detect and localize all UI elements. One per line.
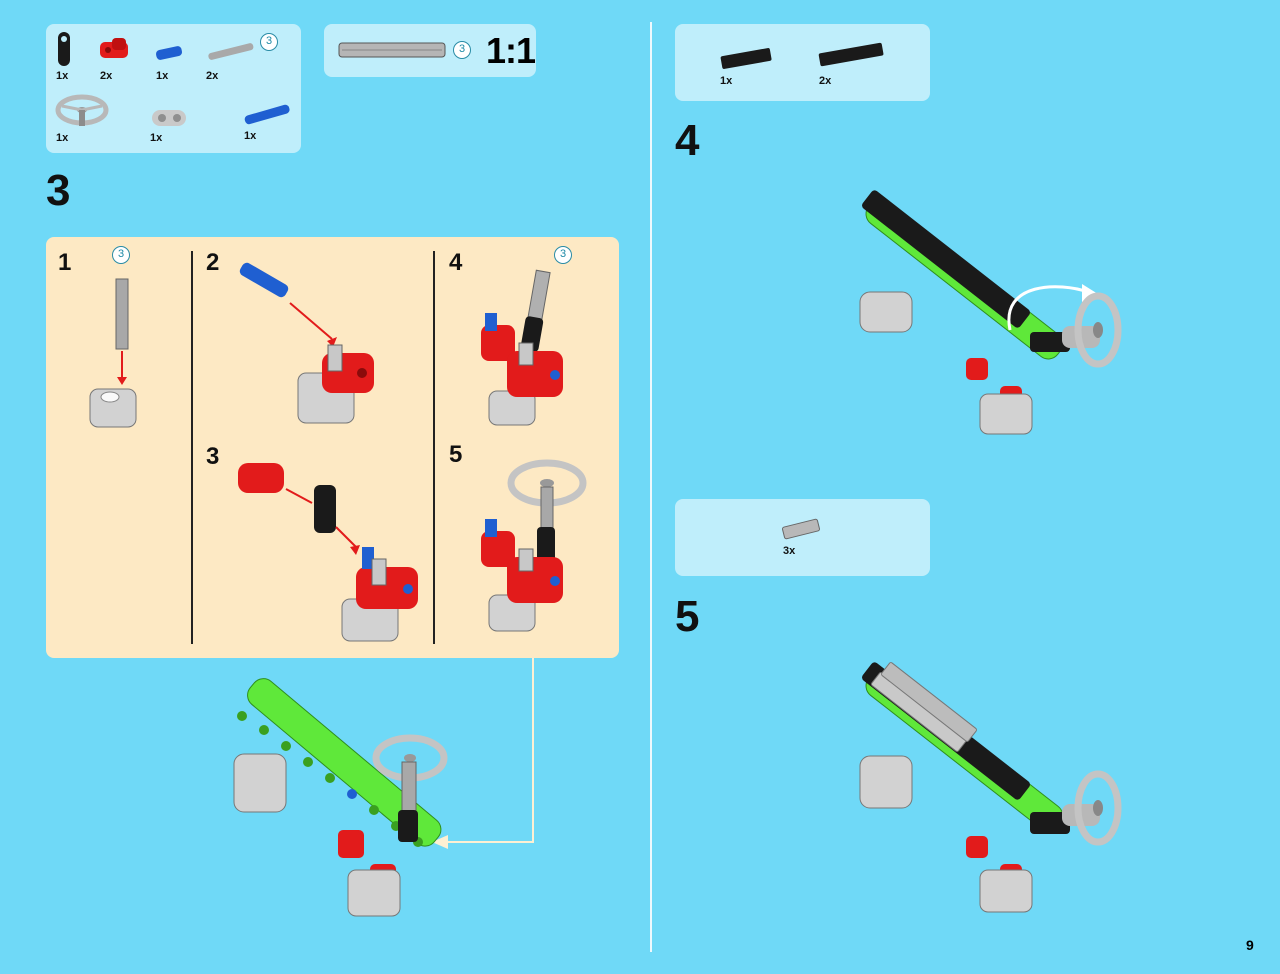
step-number: 3 [46,166,71,215]
part-qty: 2x [206,70,219,82]
substep-number: 2 [206,249,220,276]
blue-pin-icon [155,46,183,60]
steering-wheel-icon [55,94,109,126]
parts-list-box: 3x [675,499,930,576]
scale-reference-box: 3 1:1 [324,24,536,77]
length-indicator: 3 [112,246,130,264]
step-number: 5 [675,592,700,641]
length-indicator: 3 [260,33,278,51]
part-qty: 2x [100,70,113,82]
substep-5-illustration [481,459,587,632]
substep-1-illustration [89,278,137,428]
grey-plate-1x4-icon [782,518,820,540]
black-plate-1x6-icon [818,42,884,67]
step-number: 4 [675,116,700,165]
substep-divider [191,251,193,644]
step-4-illustration [859,190,1122,435]
substep-4-illustration [481,269,563,426]
step-3-main-illustration [233,678,448,917]
grey-connector-icon [152,110,186,126]
substep-panel: 1 3 2 3 4 3 [46,237,619,658]
substep-number: 3 [206,443,220,470]
part-qty: 3x [783,545,796,557]
black-plate-1x4-icon [720,48,772,69]
part-qty: 1x [244,130,257,142]
axle-scale-icon [338,42,446,58]
part-qty: 1x [56,132,69,144]
callout-arrow [432,658,534,849]
parts-list-box: 1x 2x [675,24,930,101]
length-indicator: 3 [453,41,471,59]
substep-divider [433,251,435,644]
substep-3-illustration [238,463,418,642]
page-divider [650,22,652,952]
length-indicator: 3 [554,246,572,264]
part-qty: 1x [156,70,169,82]
step-5-illustration [859,662,1122,913]
substep-number: 1 [58,249,72,276]
black-axle-connector-icon [58,32,70,66]
part-qty: 1x [150,132,163,144]
part-qty: 1x [56,70,69,82]
grey-axle-icon [208,43,254,60]
parts-list-box: 1x 2x 1x 3 2x 1x 1x 1x [46,24,301,153]
substep-number: 5 [449,441,463,468]
part-qty: 2x [819,75,832,87]
page-number: 9 [1246,937,1254,953]
scale-ratio: 1:1 [486,30,536,71]
substep-number: 4 [449,249,463,276]
blue-long-pin-icon [244,104,290,125]
substep-2-illustration [239,262,374,424]
red-pin-connector-icon [100,38,128,58]
part-qty: 1x [720,75,733,87]
